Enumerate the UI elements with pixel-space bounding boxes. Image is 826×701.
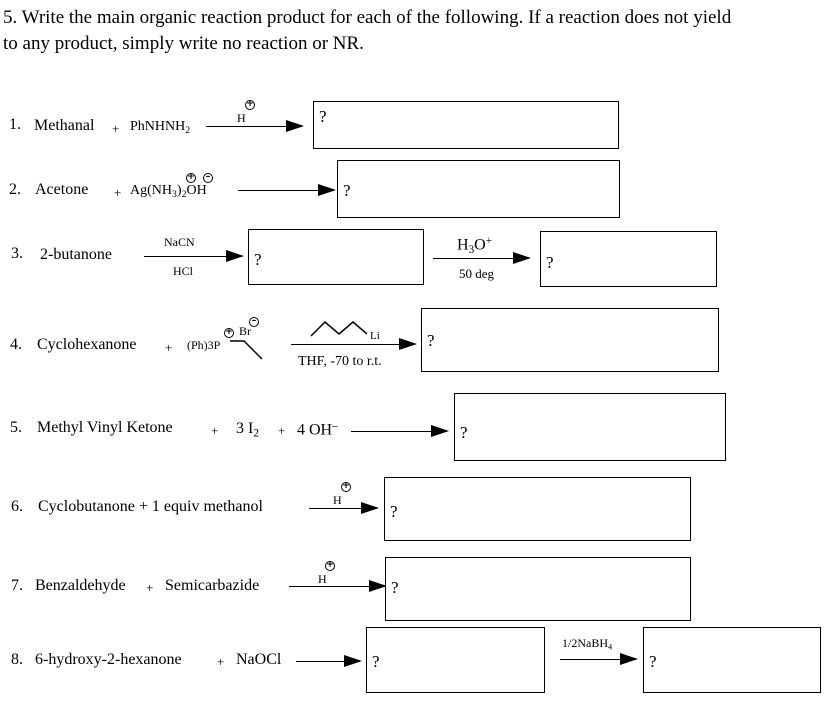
reagent-hydronium: H3O+ — [457, 235, 493, 256]
reactant-naocl: NaOCl — [236, 651, 282, 668]
reactant-methyl-vinyl-ketone: Methyl Vinyl Ketone — [37, 419, 173, 436]
reaction-number: 1. — [9, 116, 21, 133]
reaction-arrow — [309, 502, 379, 514]
reaction-number: 7. — [11, 577, 23, 594]
question-title: 5. Write the main organic reaction produ… — [3, 5, 731, 57]
catalyst-acid: H — [237, 111, 246, 125]
reagent-nacn: NaCN — [164, 235, 195, 249]
reaction-arrow — [351, 425, 449, 437]
negative-charge-icon: – — [249, 317, 259, 327]
answer-box[interactable]: ? — [337, 160, 620, 218]
reagent-lithium: Li — [370, 330, 380, 342]
reactant-iodine: 3 I2 — [236, 420, 259, 440]
reagent-sodium-borohydride: 1/2NaBH4 — [562, 636, 613, 652]
reactant-semicarbazide: Semicarbazide — [165, 577, 260, 594]
plus-sign: + — [114, 185, 122, 200]
reaction-arrow — [144, 250, 244, 262]
answer-box-intermediate[interactable]: ? — [366, 627, 545, 693]
answer-box[interactable]: ? — [384, 477, 691, 541]
reaction-arrow — [296, 655, 362, 667]
positive-charge-icon: + — [325, 560, 335, 571]
reactant-6-hydroxy-2-hexanone: 6-hydroxy-2-hexanone — [35, 651, 182, 668]
positive-charge-icon: + — [245, 99, 255, 110]
answer-box[interactable]: ? — [540, 231, 717, 287]
answer-box[interactable]: ? — [643, 627, 821, 693]
answer-placeholder: ? — [390, 502, 398, 521]
reaction-arrow — [289, 580, 387, 592]
answer-box-intermediate[interactable]: ? — [248, 229, 424, 285]
answer-box[interactable]: ? — [313, 101, 619, 149]
catalyst-acid: H — [318, 572, 327, 586]
reactant-phosphonium: (Ph)3P — [187, 338, 221, 352]
reaction-number: 4. — [10, 336, 22, 353]
reactant-benzaldehyde: Benzaldehyde — [35, 577, 126, 594]
propyl-chain-icon — [230, 340, 263, 360]
reactant-cyclobutanone-methanol: Cyclobutanone + 1 equiv methanol — [38, 498, 263, 515]
answer-placeholder: ? — [343, 181, 351, 200]
reactant-2-butanone: 2-butanone — [40, 246, 112, 263]
plus-sign: + — [146, 580, 154, 595]
positive-charge-icon: + — [224, 327, 234, 338]
reaction-number: 2. — [9, 181, 21, 198]
catalyst-acid: H — [333, 493, 342, 507]
butyllithium-chain-icon — [310, 320, 368, 337]
reaction-number: 6. — [11, 498, 23, 515]
reaction-number: 3. — [11, 245, 23, 262]
counterion-bromide: Br — [239, 324, 251, 338]
reaction-arrow — [291, 338, 417, 350]
answer-box[interactable]: ? — [421, 308, 719, 372]
question-title-line2: to any product, simply write no reaction… — [3, 33, 364, 54]
reaction-condition-solvent: THF, -70 to r.t. — [298, 354, 382, 369]
plus-sign: + — [211, 423, 219, 438]
reaction-condition-temp: 50 deg — [459, 266, 495, 281]
answer-placeholder: ? — [546, 253, 554, 272]
answer-placeholder: ? — [372, 652, 380, 671]
answer-box[interactable]: ? — [385, 557, 691, 621]
reactant-tollens: Ag(NH3)2OH — [130, 183, 207, 200]
reagent-hcl: HCl — [173, 264, 194, 278]
reactant-cyclohexanone: Cyclohexanone — [37, 336, 137, 353]
reactant-methanal: Methanal — [34, 117, 95, 134]
negative-charge-icon: – — [203, 173, 213, 183]
answer-placeholder: ? — [460, 423, 468, 442]
plus-sign: + — [217, 654, 225, 669]
question-title-line1: 5. Write the main organic reaction produ… — [3, 7, 732, 28]
plus-sign: + — [112, 121, 120, 136]
reactant-acetone: Acetone — [35, 181, 89, 198]
reaction-arrow — [433, 252, 531, 264]
answer-placeholder: ? — [319, 107, 327, 126]
answer-placeholder: ? — [427, 331, 435, 350]
answer-box[interactable]: ? — [454, 393, 726, 461]
reaction-number: 5. — [10, 419, 22, 436]
plus-sign: + — [165, 340, 173, 355]
reaction-arrow — [206, 120, 304, 132]
reaction-number: 8. — [11, 651, 23, 668]
reactant-hydroxide: 4 OH– — [297, 420, 338, 439]
reaction-arrow — [238, 184, 336, 196]
answer-placeholder: ? — [254, 250, 262, 269]
reactant-phnhnh2: PhNHNH2 — [130, 119, 191, 136]
positive-charge-icon: + — [186, 172, 196, 183]
answer-placeholder: ? — [391, 578, 399, 597]
answer-placeholder: ? — [649, 652, 657, 671]
plus-sign: + — [278, 423, 286, 438]
positive-charge-icon: + — [341, 481, 351, 492]
reaction-arrow — [560, 653, 638, 665]
